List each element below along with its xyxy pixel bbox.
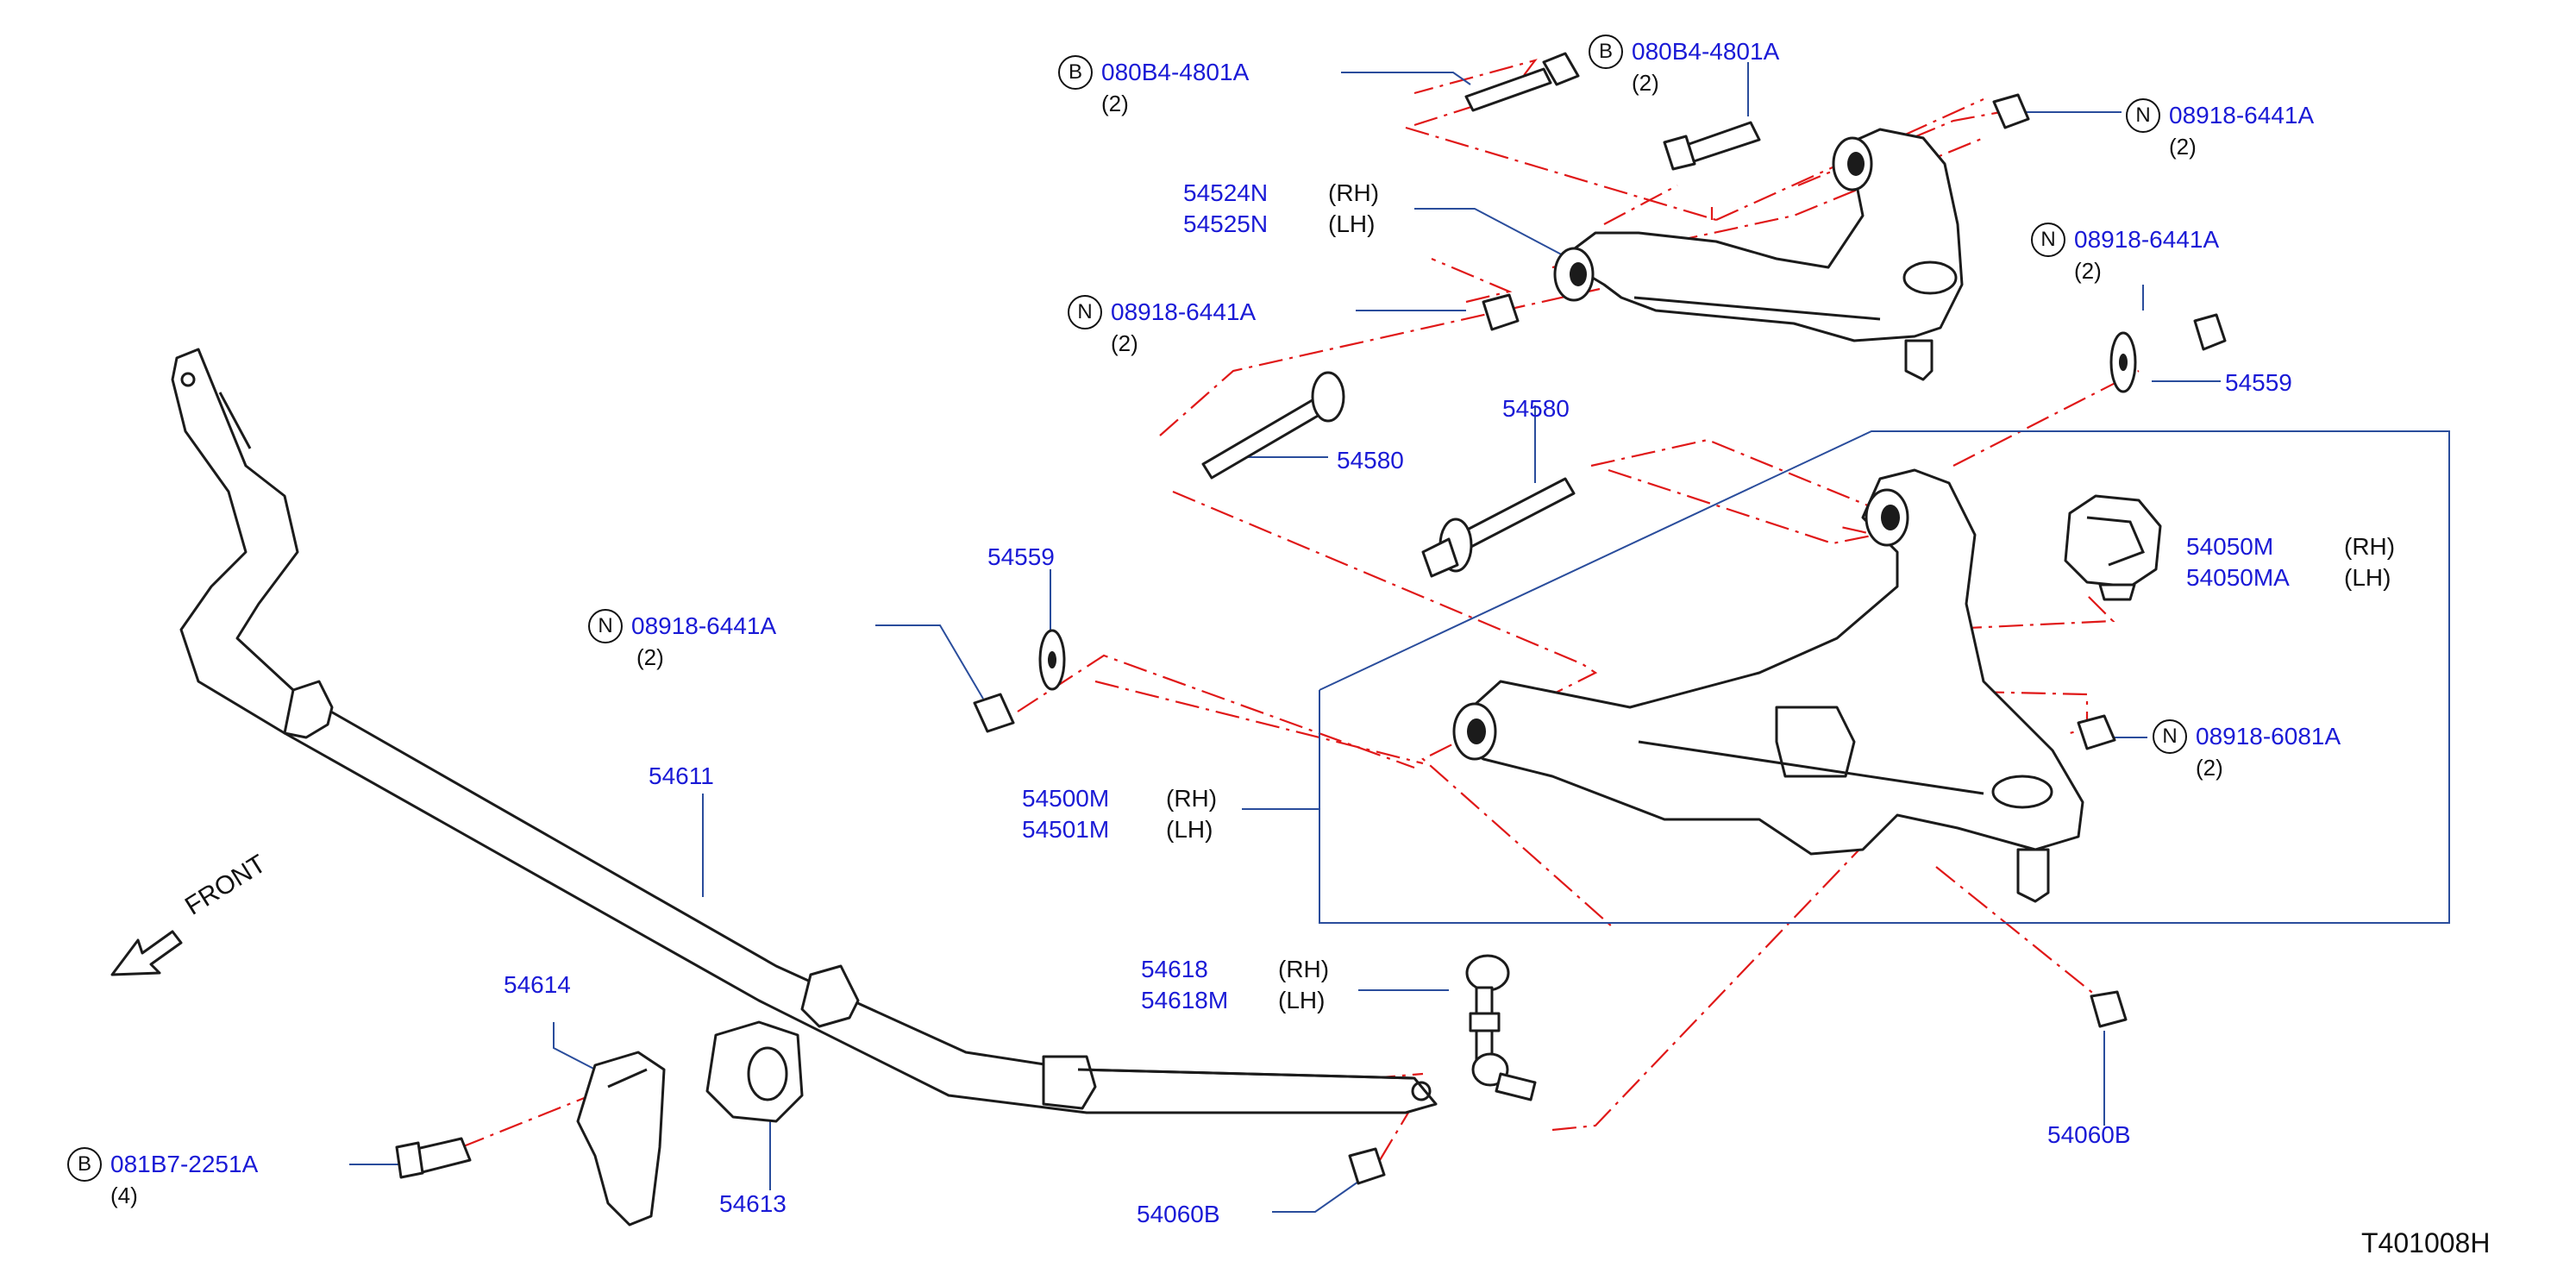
side-label: (LH) xyxy=(1328,210,1376,237)
quantity-label: (2) xyxy=(1111,330,1138,356)
side-label: (LH) xyxy=(1166,816,1213,843)
part-number-label[interactable]: 54050M xyxy=(2186,533,2274,560)
bolt-letter-badge: B xyxy=(67,1147,102,1182)
part-number-label[interactable]: 54559 xyxy=(987,543,1055,570)
part-number-label[interactable]: 54618 xyxy=(1141,956,1208,982)
part-number-label[interactable]: 08918-6441A xyxy=(631,612,777,639)
side-label: (RH) xyxy=(1166,785,1218,812)
part-number-label[interactable]: 54060B xyxy=(1137,1201,1220,1227)
part-number-label[interactable]: 080B4-4801A xyxy=(1101,59,1250,85)
nut-letter-badge: N xyxy=(2153,719,2187,754)
bolt-letter-badge: B xyxy=(1589,35,1623,69)
leader-lines xyxy=(349,62,2221,1213)
front-arrow-icon xyxy=(110,930,183,976)
part-number-label[interactable]: 54613 xyxy=(719,1190,787,1217)
upper-bolts xyxy=(1464,52,2227,351)
stabilizer-clamp-bushing xyxy=(395,990,2128,1227)
part-number-label[interactable]: 54618M xyxy=(1141,987,1229,1013)
quantity-label: (2) xyxy=(2196,755,2223,781)
nut-letter-badge: N xyxy=(1068,295,1102,329)
part-number-label[interactable]: 54580 xyxy=(1337,447,1404,474)
quantity-label: (2) xyxy=(1632,70,1659,96)
quantity-label: (2) xyxy=(2074,258,2102,284)
part-number-label[interactable]: 08918-6441A xyxy=(2169,102,2315,129)
part-number-label[interactable]: 54580 xyxy=(1502,395,1570,422)
stabilizer-bar xyxy=(171,348,1438,1114)
bolt-letter-badge: B xyxy=(1058,55,1093,90)
stabilizer-link xyxy=(1465,954,1537,1101)
quantity-label: (2) xyxy=(1101,91,1129,116)
side-label: (LH) xyxy=(2344,564,2391,591)
cam-bolts xyxy=(1201,371,1576,578)
part-number-label[interactable]: 54614 xyxy=(504,971,571,998)
quantity-label: (2) xyxy=(636,644,664,670)
part-number-label[interactable]: 54501M xyxy=(1022,816,1110,843)
part-number-label[interactable]: 08918-6081A xyxy=(2196,723,2341,750)
nut-letter-badge: N xyxy=(2126,98,2160,133)
nut-letter-badge: N xyxy=(588,609,623,643)
side-label: (RH) xyxy=(2344,533,2396,560)
part-number-label[interactable]: 54060B xyxy=(2047,1121,2131,1148)
quantity-label: (2) xyxy=(2169,134,2197,160)
nut-letter-badge: N xyxy=(2031,223,2065,257)
part-number-label[interactable]: 54611 xyxy=(649,762,714,789)
lower-control-arm xyxy=(1452,468,2084,903)
part-number-label[interactable]: 54500M xyxy=(1022,785,1110,812)
part-number-label[interactable]: 080B4-4801A xyxy=(1632,38,1780,65)
side-label: (RH) xyxy=(1328,179,1380,206)
side-label: (LH) xyxy=(1278,987,1326,1013)
side-label: (RH) xyxy=(1278,956,1330,982)
lower-arm-frame xyxy=(1319,430,2450,924)
part-number-label[interactable]: 08918-6441A xyxy=(2074,226,2220,253)
bump-stopper xyxy=(2064,494,2162,750)
part-number-label[interactable]: 081B7-2251A xyxy=(110,1151,259,1177)
washers xyxy=(973,331,2137,733)
diagram-id: T401008H xyxy=(2361,1227,2491,1258)
quantity-label: (4) xyxy=(110,1183,138,1208)
part-number-label[interactable]: 54524N xyxy=(1183,179,1269,206)
part-number-label[interactable]: 54050MA xyxy=(2186,564,2290,591)
part-number-label[interactable]: 54559 xyxy=(2225,369,2292,396)
part-number-label[interactable]: 54525N xyxy=(1183,210,1269,237)
part-number-label[interactable]: 08918-6441A xyxy=(1111,298,1257,325)
upper-control-arm xyxy=(1553,128,1964,381)
